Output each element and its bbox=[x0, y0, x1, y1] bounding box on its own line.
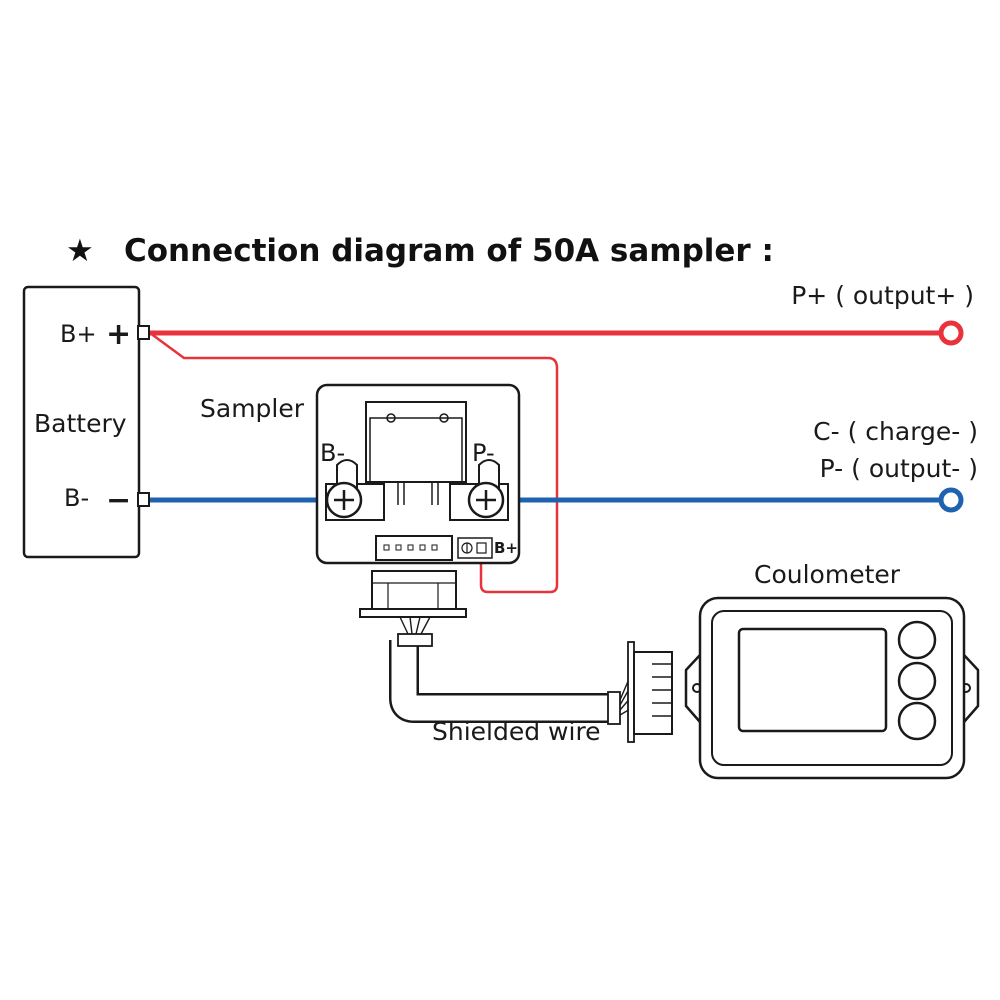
battery-negative-post bbox=[137, 492, 150, 507]
negative-sign-icon: − bbox=[106, 483, 131, 518]
cable-plug bbox=[359, 570, 467, 635]
left-screw-icon bbox=[325, 481, 363, 519]
sampler-label: Sampler bbox=[200, 394, 305, 423]
battery-negative-terminal-label: B- bbox=[64, 484, 89, 512]
left-bracket bbox=[325, 483, 385, 521]
coulometer-screen bbox=[737, 627, 888, 733]
diagram-title: Connection diagram of 50A sampler : bbox=[124, 233, 774, 269]
meter-connector bbox=[627, 641, 673, 743]
shielded-wire bbox=[389, 633, 633, 725]
negative-output-terminal bbox=[938, 487, 964, 513]
charge-negative-label: C- ( charge- ) bbox=[813, 417, 978, 446]
sampler-left-post bbox=[336, 459, 358, 489]
sense-pin-block bbox=[457, 537, 493, 559]
shunt-block bbox=[365, 401, 467, 505]
coulometer-label: Coulometer bbox=[754, 560, 901, 589]
battery: B+ + Battery B- − bbox=[22, 285, 150, 559]
coulometer-button-bottom bbox=[897, 701, 937, 741]
sampler-right-post bbox=[478, 459, 500, 489]
coulometer-button-top bbox=[897, 620, 937, 660]
coulometer: Coulometer bbox=[684, 560, 980, 780]
positive-output-label: P+ ( output+ ) bbox=[791, 281, 974, 310]
battery-positive-terminal-label: B+ bbox=[60, 320, 97, 348]
sense-pin-label: B+ bbox=[494, 539, 518, 557]
data-header-connector bbox=[375, 535, 453, 561]
sampler: Sampler B- P- bbox=[200, 383, 521, 565]
battery-label: Battery bbox=[34, 409, 127, 438]
positive-wire bbox=[149, 330, 940, 594]
positive-sign-icon: + bbox=[106, 317, 131, 352]
shielded-wire-label: Shielded wire bbox=[432, 717, 601, 746]
battery-positive-post bbox=[137, 325, 150, 340]
coulometer-button-middle bbox=[897, 661, 937, 701]
right-screw-icon bbox=[467, 481, 505, 519]
positive-output-terminal bbox=[938, 320, 964, 346]
battery-body bbox=[22, 285, 141, 559]
star-icon: ★ bbox=[66, 233, 94, 269]
output-negative-label: P- ( output- ) bbox=[820, 454, 978, 483]
